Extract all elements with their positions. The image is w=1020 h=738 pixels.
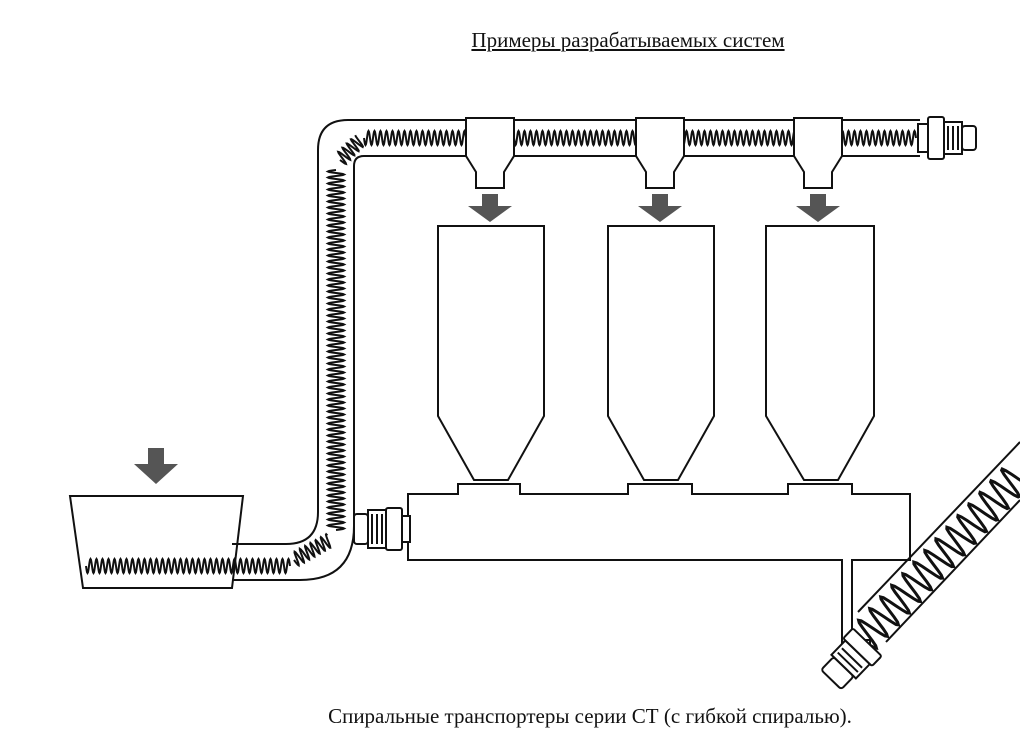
inclined-conveyor bbox=[857, 441, 1020, 643]
diagram-caption: Спиральные транспортеры серии СТ (с гибк… bbox=[328, 704, 852, 728]
arrow-down-icon bbox=[638, 194, 682, 222]
spiral-coil bbox=[856, 467, 1020, 651]
spiral-coil bbox=[85, 556, 291, 576]
silo-3 bbox=[765, 225, 875, 481]
spiral-coil bbox=[293, 532, 332, 568]
arrow-down-icon bbox=[796, 194, 840, 222]
feed-hopper bbox=[68, 495, 245, 589]
bottom-drive-motor bbox=[353, 507, 411, 551]
spiral-coils bbox=[85, 128, 1020, 651]
outlet-funnels bbox=[465, 117, 843, 189]
silo-2 bbox=[607, 225, 715, 481]
inclined-drive-motor bbox=[821, 628, 882, 690]
silos bbox=[437, 225, 875, 481]
flow-arrows bbox=[134, 194, 840, 484]
spiral-coil bbox=[336, 134, 365, 166]
top-drive-motor bbox=[917, 116, 977, 160]
spiral-coil bbox=[325, 169, 347, 531]
diagram-title: Примеры разрабатываемых систем bbox=[471, 28, 785, 52]
silo-1 bbox=[437, 225, 545, 481]
arrow-down-icon bbox=[468, 194, 512, 222]
arrow-down-icon bbox=[134, 448, 178, 484]
bottom-trough bbox=[407, 483, 911, 651]
